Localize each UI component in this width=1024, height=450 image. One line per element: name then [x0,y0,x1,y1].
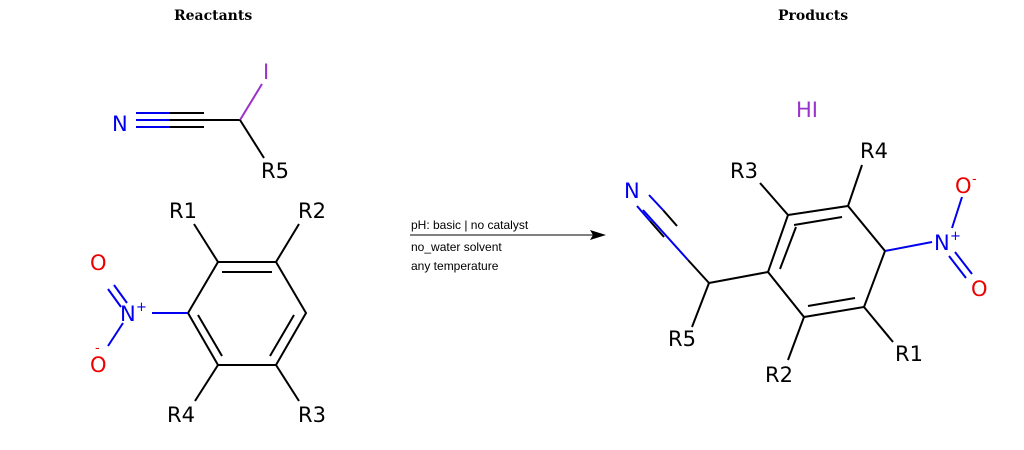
iodine-atom: I [263,60,269,84]
nitrogen-plus-charge: + [136,300,147,315]
condition-temperature: any temperature [411,259,499,273]
condition-solvent: no_water solvent [411,240,502,254]
oxygen-atom-top: O [90,251,107,275]
product-triple-bond-cn [636,194,710,284]
benzene-ring [186,261,308,366]
bond-c-i [239,83,263,121]
bond-r1 [863,306,894,343]
nitro-nitrogen-atom: N [934,231,950,255]
bond-c-r5 [239,119,265,159]
aromatic-inner-bond [779,226,797,270]
r5-label: R5 [668,327,696,351]
bond-n-o-single [107,322,124,347]
bond-n-o-double-a [113,284,128,304]
nitrile-nitrogen-atom: N [624,179,640,203]
bond-ring-n [884,241,933,252]
reaction-arrow [410,230,606,240]
benzene-ring [766,204,887,319]
product-arylnitrile-labels: N R5 R3 R4 R2 R1 N + O - O [624,139,988,387]
aromatic-inner-bond [793,216,843,226]
reactant-iodonitrile: N I R5 [112,60,289,183]
bond-n-o-double-b [948,255,967,279]
nitro-nitrogen-atom: N [120,302,136,326]
bond-r1 [193,223,219,263]
bond-n-o-single [951,196,963,229]
bond-r2 [275,223,300,263]
oxygen-minus-charge: - [972,172,977,187]
reactant-nitroarene [107,223,308,402]
oxygen-minus-charge: - [95,341,100,356]
hydrogen-iodide: HI [796,98,818,122]
bond-ch-r5 [691,282,710,328]
r2-label: R2 [298,199,326,223]
aromatic-inner-bond [269,314,295,357]
r4-label: R4 [860,139,888,163]
reactant-nitroarene-labels: R1 R2 R4 R3 N + O O - [90,199,326,427]
r1-label: R1 [169,199,197,223]
product-arylnitrile [691,164,973,361]
aromatic-inner-bond [807,297,856,307]
bond-r3 [275,364,300,402]
oxygen-atom-bottom: O [971,277,988,301]
bond-r4 [847,164,863,207]
condition-ph: pH: basic | no catalyst [411,218,529,232]
bond-ring-ch [708,271,769,284]
bond-n-o-double-a [954,251,973,275]
products-heading: Products [778,8,849,24]
aromatic-inner-bond [197,314,223,357]
r4-label: R4 [167,403,195,427]
r3-label: R3 [730,159,758,183]
bond-r2 [787,316,805,361]
triple-bond-cn [136,112,240,128]
arrow-head-icon [590,230,606,240]
bond-r3 [759,182,789,216]
bond-n-o-double-b [107,288,122,308]
oxygen-atom-top: O [955,174,972,198]
r2-label: R2 [765,363,793,387]
bond-r4 [194,364,219,402]
r3-label: R3 [298,403,326,427]
nitrogen-plus-charge: + [950,229,961,244]
r5-label: R5 [261,159,289,183]
oxygen-atom-bottom: O [90,353,107,377]
nitrogen-atom: N [112,112,128,136]
r1-label: R1 [895,342,923,366]
reactants-heading: Reactants [174,8,253,24]
